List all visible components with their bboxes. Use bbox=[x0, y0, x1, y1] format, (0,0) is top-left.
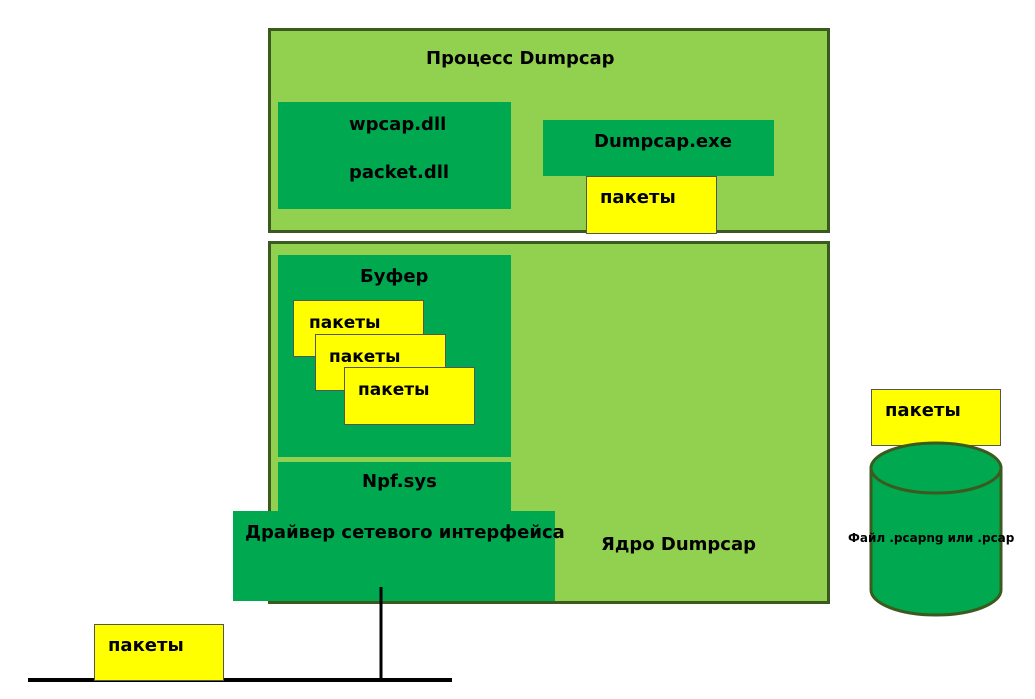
network-packets-label: пакеты bbox=[108, 635, 184, 656]
cylinder-top bbox=[869, 441, 1003, 495]
dumpcap-exe-block: Dumpcap.exe bbox=[543, 120, 774, 176]
buffer-packet-3-label: пакеты bbox=[358, 380, 430, 400]
kernel-title: Ядро Dumpcap bbox=[601, 534, 757, 555]
npf-label: Npf.sys bbox=[362, 471, 437, 492]
process-title: Процесс Dumpcap bbox=[426, 48, 615, 69]
wpcap-dll-label: wpcap.dll bbox=[349, 114, 447, 135]
wpcap-packet-block: wpcap.dll packet.dll bbox=[278, 102, 511, 209]
buffer-packet-1-label: пакеты bbox=[309, 313, 381, 333]
file-label: Файл .pcapng или .pcap bbox=[848, 531, 1015, 545]
cylinder-body bbox=[869, 466, 1003, 617]
packet-dll-label: packet.dll bbox=[349, 162, 450, 183]
file-packets: пакеты bbox=[871, 389, 1001, 446]
file-packets-label: пакеты bbox=[885, 400, 961, 421]
buffer-packet-3: пакеты bbox=[344, 367, 475, 425]
dumpcap-exe-label: Dumpcap.exe bbox=[594, 131, 732, 152]
process-packets: пакеты bbox=[586, 176, 717, 234]
network-driver-label: Драйвер сетевого интерфейса bbox=[245, 522, 565, 543]
process-packets-label: пакеты bbox=[600, 187, 676, 208]
network-packets: пакеты bbox=[94, 624, 224, 681]
buffer-title: Буфер bbox=[360, 266, 429, 287]
file-cylinder bbox=[869, 441, 1003, 617]
process-dumpcap-box: Процесс Dumpcap wpcap.dll packet.dll Dum… bbox=[268, 28, 830, 234]
network-driver-block: Драйвер сетевого интерфейса bbox=[233, 511, 565, 601]
buffer-packet-2-label: пакеты bbox=[329, 347, 401, 367]
